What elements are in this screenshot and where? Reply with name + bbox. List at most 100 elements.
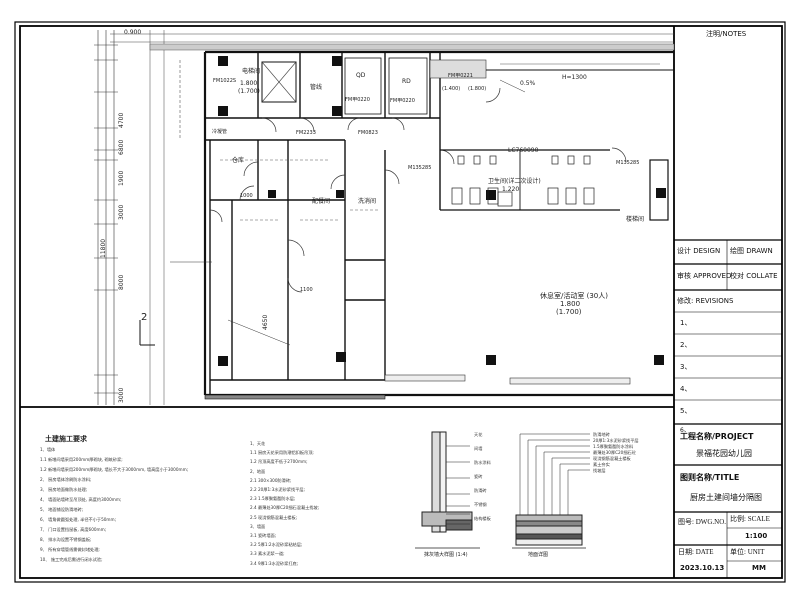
fm-0220-b: FM甲0220 (390, 98, 415, 104)
title-label: 图则名称/TITLE (680, 473, 740, 482)
project-label: 工程名称/PROJECT (680, 432, 754, 441)
wall-section-label-2: 间墙 (474, 446, 483, 451)
approved-label: 审核 APPROVED (677, 272, 732, 280)
water-label: 冷凝管 (212, 129, 228, 135)
requirement-line-1: 1、墙体 (40, 447, 56, 452)
slope-label: 0.5% (520, 80, 536, 87)
unit-value: MM (752, 564, 766, 572)
requirements-heading: 土建施工要求 (45, 435, 87, 443)
dim-3000: 3000 (118, 204, 125, 220)
requirement-line-9: 7、 门口设置挡鼠板, 高度600mm; (40, 527, 107, 532)
revision-row-5: 5、 (680, 407, 692, 415)
finish-spec-line-12: 3.2 5厚1:2水泥砂浆粘结层; (250, 542, 303, 548)
requirement-line-4: 2、 厨房墙体涂刷防水涂料; (40, 477, 92, 482)
design-label: 设计 DESIGN (677, 247, 721, 255)
requirement-line-6: 4、 墙面贴墙砖至吊顶处, 高度约3000mm; (40, 497, 122, 502)
fm-2233: FM2233 (296, 130, 316, 136)
project-name: 景福花园幼儿园 (696, 449, 752, 458)
finish-spec-line-13: 3.3 素水泥浆一道; (250, 551, 285, 557)
floor-section-label-4: 最薄处30厚C20细石砼 (593, 450, 636, 455)
m135285-a: M135285 (408, 165, 432, 171)
dim-3000-b: 3000 (118, 387, 125, 403)
title-name: 厨房土建间墙分隔图 (690, 493, 762, 502)
dwg-no-label: 图号: DWG.NO. (678, 518, 727, 526)
finish-spec-line-8: 2.4 最薄处30厚C20细石混凝土找坡; (250, 505, 320, 511)
finish-spec-line-1: 1、天花 (250, 441, 266, 446)
floor-section-label-5: 现浇钢筋混凝土楼板 (593, 456, 631, 461)
qd-level-1: (1.400) (442, 86, 461, 92)
wash-label: 洗消间 (358, 198, 377, 205)
restroom-level: 1.220 (502, 186, 520, 193)
dim-8000: 8000 (118, 274, 125, 290)
requirement-line-8: 6、 墙角做圆弧处理, 半径不小于50mm; (40, 517, 116, 522)
rest-room-level-2: (1.700) (556, 308, 582, 316)
title-block (674, 239, 782, 578)
finish-spec-line-11: 3.1 瓷砖墙面; (250, 533, 277, 538)
m135285-b: M135285 (616, 160, 640, 166)
elevator-label: 电梯间 (242, 68, 261, 75)
scale-label: 比例: SCALE (730, 515, 770, 523)
floor-section-label-2: 20厚1:3水泥砂浆找平层 (593, 438, 639, 443)
revisions-label: 修改: REVISIONS (677, 297, 734, 305)
floor-section-title: 地面详图 (528, 552, 549, 558)
qd-label: QD (356, 72, 366, 79)
finish-spec-line-5: 2.1 300×300防滑砖; (250, 477, 292, 483)
fm-0221: FM甲0221 (448, 73, 473, 79)
finish-spec-line-4: 2、地面 (250, 468, 266, 474)
stair-label: 楼梯间 (626, 216, 645, 223)
dim-4700: 4700 (118, 112, 125, 128)
dim-11800: 11800 (100, 238, 107, 258)
dim-6800: 6800 (118, 139, 125, 155)
elevator-level: 1.800 (240, 80, 258, 87)
date-value: 2023.10.13 (680, 564, 725, 572)
floor-plan (94, 30, 675, 405)
fm-0823: FM0823 (358, 130, 378, 136)
requirement-line-2: 1.1 新增间墙采用200mm厚砌块, 砌筑砂浆; (40, 457, 123, 462)
floor-section-label-1: 防滑地砖 (593, 432, 610, 437)
finish-spec-line-10: 3、墙面 (250, 523, 266, 529)
notes-heading: 注明/NOTES (706, 30, 747, 38)
finish-spec-line-6: 2.2 20厚1:3水泥砂浆找平层; (250, 487, 305, 492)
rd-label: RD (402, 78, 411, 85)
h-label: H=1300 (562, 74, 587, 81)
fm-0220-a: FM甲0220 (345, 97, 370, 103)
finish-spec-line-7: 2.3 1.5厚聚氨酯防水层; (250, 496, 296, 502)
requirement-line-3: 1.2 新增间墙采用200mm厚砌块, 墙长不大于3000mm, 墙高度小于30… (40, 467, 189, 472)
wall-section-label-3: 防水涂料 (474, 460, 491, 465)
revision-row-1: 1、 (680, 319, 692, 327)
finish-spec-line-14: 3.4 9厚1:3水泥砂浆打底; (250, 560, 299, 566)
dim-1100: 1100 (300, 287, 313, 293)
wall-section-title: 抹灰墙大样图 (1:4) (424, 552, 468, 558)
elevator-level-2: (1.700) (238, 88, 260, 95)
lc-label: LC760090 (508, 147, 539, 154)
storage-label: 仓库 (232, 157, 245, 164)
grid-2-tag: 2 (141, 312, 148, 323)
wall-section-label-7: 结构楼板 (474, 516, 491, 521)
wall-section-label-5: 防滑砖 (474, 488, 487, 493)
requirement-line-12: 10、 施工完成后需进行闭水试验; (40, 557, 103, 562)
requirement-line-5: 3、 厨房地面做防水处理; (40, 487, 88, 492)
floor-section-label-7: 找坡层 (593, 468, 606, 473)
equipment-label: 管线 (310, 84, 323, 91)
prep-label: 配餐间 (312, 198, 331, 205)
collate-label: 校对 COLLATE (730, 272, 778, 280)
requirement-line-7: 5、 地面铺设防滑地砖; (40, 507, 84, 512)
wall-section-label-6: 不锈钢 (474, 502, 487, 507)
drawing-frame (19, 25, 783, 579)
wall-section-label-1: 天花 (474, 432, 483, 437)
fm-1022s: FM1022S (213, 78, 237, 84)
drawn-label: 绘图 DRAWN (730, 247, 773, 255)
finish-spec-line-9: 2.5 现浇钢筋混凝土楼板; (250, 514, 298, 520)
dim-1000-a: 1000 (240, 193, 253, 199)
finish-spec-line-3: 1.2 吊顶高度不低于2700mm; (250, 459, 308, 465)
sheet-border (14, 21, 786, 583)
dim-1900: 1900 (118, 170, 125, 186)
wall-section-label-4: 瓷砖 (474, 474, 483, 479)
floor-section-detail (512, 433, 590, 549)
requirement-line-11: 9、 所有穿墙管线需做封堵处理; (40, 547, 100, 552)
floor-section-label-6: 素土夯实 (593, 462, 610, 467)
date-label: 日期: DATE (678, 548, 714, 556)
restroom-label: 卫生间(详二次设计) (488, 178, 541, 185)
scale-value: 1:100 (745, 532, 768, 540)
revision-row-6: 6、 (680, 427, 690, 434)
